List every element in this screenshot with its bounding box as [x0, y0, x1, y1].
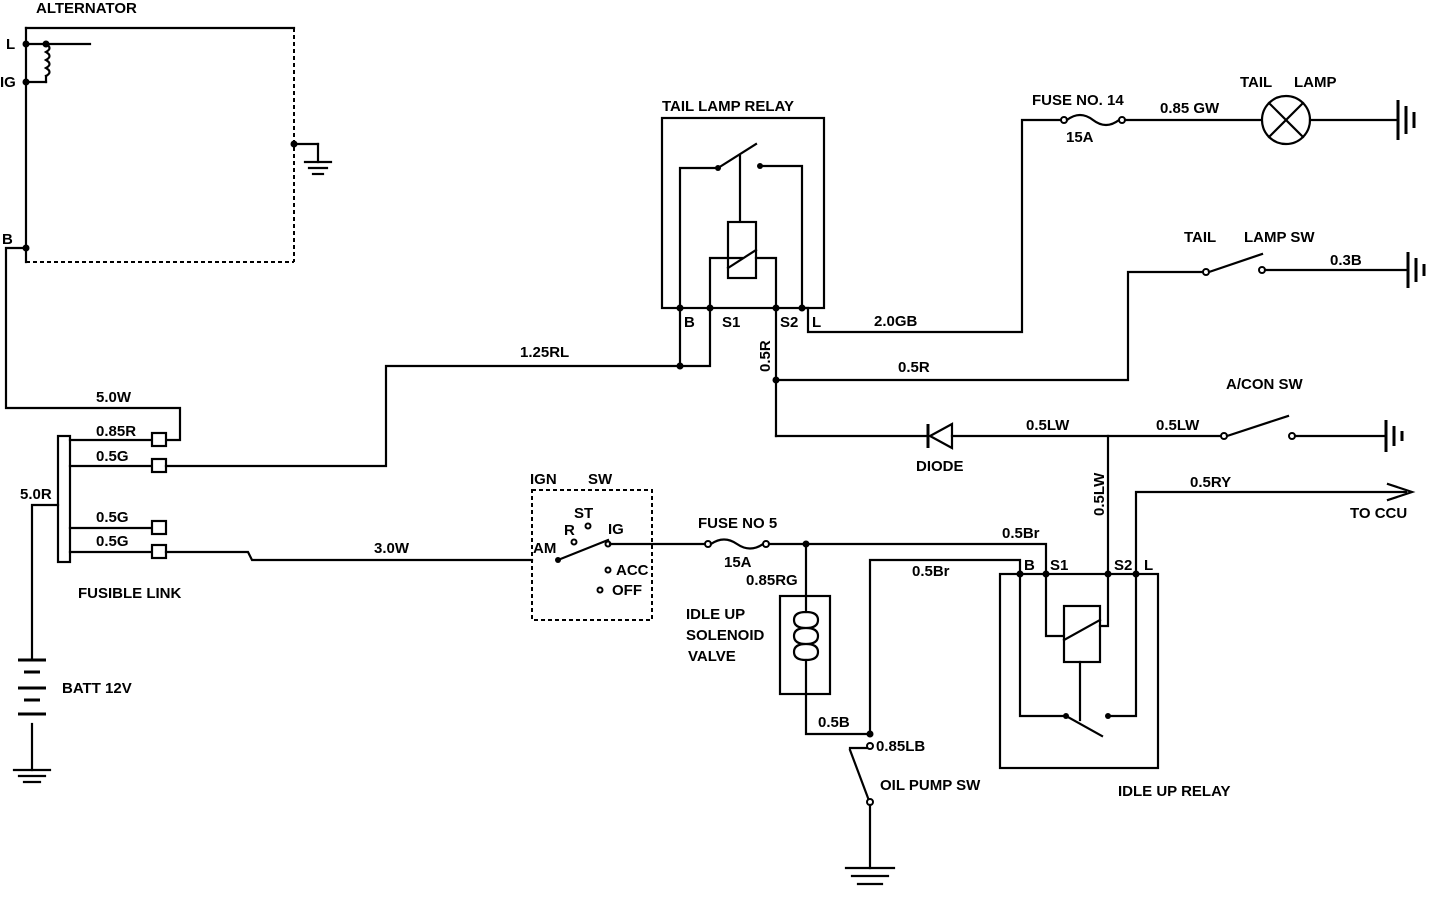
- wire-125rl: 1.25RL: [164, 306, 682, 468]
- alternator-title: ALTERNATOR: [36, 0, 137, 17]
- battery-title: BATT 12V: [62, 680, 132, 697]
- wire-to-ccu: 0.5RY TO CCU: [1134, 474, 1416, 576]
- ign-pos-acc: ACC: [616, 562, 649, 579]
- oil-pump-sw-title: OIL PUMP SW: [880, 777, 981, 794]
- wire-label-05lw-v: 0.5LW: [1091, 472, 1108, 516]
- wire-label-05br-2: 0.5Br: [912, 563, 950, 580]
- tail-lamp-switch: TAIL LAMP SW 0.3B: [774, 229, 1426, 382]
- solenoid-line3: VALVE: [688, 648, 736, 665]
- idle-relay-terminal-s2: S2: [1114, 557, 1132, 574]
- wire-30w: 3.0W: [164, 540, 534, 562]
- tail-relay-terminal-l: L: [812, 314, 821, 331]
- idle-up-relay: B S1 S2 L IDLE UP RELAY: [998, 557, 1231, 800]
- fuse14-rating: 15A: [1066, 129, 1094, 146]
- tail-lamp: TAIL LAMP: [1240, 74, 1416, 146]
- wire-label-05ry: 0.5RY: [1190, 474, 1231, 491]
- diode: DIODE: [774, 422, 964, 475]
- alternator-terminal-l: L: [6, 36, 15, 53]
- wire-label-05g-3: 0.5G: [96, 533, 129, 550]
- wire-label-20gb: 2.0GB: [874, 313, 918, 330]
- alternator: ALTERNATOR L IG B: [0, 0, 333, 264]
- battery: BATT 12V: [12, 503, 132, 784]
- idle-relay-terminal-s1: S1: [1050, 557, 1068, 574]
- wire-label-05lw-2: 0.5LW: [1156, 417, 1200, 434]
- ign-sw-word1: IGN: [530, 471, 557, 488]
- oil-pump-switch: 0.5Br 0.85LB OIL PUMP SW: [844, 558, 1022, 886]
- acon-switch: A/CON SW 0.5LW 0.5LW: [950, 376, 1404, 452]
- ign-sw-word2: SW: [588, 471, 613, 488]
- tail-lamp-word1: TAIL: [1240, 74, 1272, 91]
- ign-pos-off: OFF: [612, 582, 642, 599]
- wire-label-05br-1: 0.5Br: [1002, 525, 1040, 542]
- to-ccu-label: TO CCU: [1350, 505, 1407, 522]
- alternator-terminal-ig: IG: [0, 74, 16, 91]
- wire-label-085rg: 0.85RG: [746, 572, 798, 589]
- alternator-terminal-b: B: [2, 231, 13, 248]
- ign-pos-st: ST: [574, 505, 593, 522]
- wire-05r: 0.5R 0.5R: [757, 306, 930, 438]
- wire-label-085gw: 0.85 GW: [1160, 100, 1220, 117]
- tail-lamp-sw-word2: LAMP SW: [1244, 229, 1315, 246]
- idle-up-solenoid-valve: 0.85RG IDLE UP SOLENOID VALVE 0.5B: [686, 542, 872, 736]
- wire-label-125rl: 1.25RL: [520, 344, 569, 361]
- ign-pos-ig: IG: [608, 521, 624, 538]
- idle-relay-terminal-l: L: [1144, 557, 1153, 574]
- wire-label-05g-2: 0.5G: [96, 509, 129, 526]
- wire-label-05g-1: 0.5G: [96, 448, 129, 465]
- wire-label-50w: 5.0W: [96, 389, 132, 406]
- tail-lamp-relay: TAIL LAMP RELAY B S1 S2 L: [660, 98, 826, 370]
- fusible-link-title: FUSIBLE LINK: [78, 585, 181, 602]
- diode-label: DIODE: [916, 458, 964, 475]
- wire-label-50r: 5.0R: [20, 486, 52, 503]
- tail-lamp-relay-title: TAIL LAMP RELAY: [662, 98, 794, 115]
- wire-label-05r-v: 0.5R: [757, 340, 774, 372]
- wire-label-085r: 0.85R: [96, 423, 136, 440]
- wire-20gb: 2.0GB: [800, 118, 1064, 334]
- idle-up-relay-title: IDLE UP RELAY: [1118, 783, 1231, 800]
- solenoid-line2: SOLENOID: [686, 627, 765, 644]
- wire-label-05b: 0.5B: [818, 714, 850, 731]
- fuse-14: FUSE NO. 14 15A 0.85 GW: [1032, 92, 1264, 146]
- fusible-link: 0.85R 0.5G 0.5G 0.5G 5.0R FUSIBLE LINK: [20, 423, 181, 602]
- idle-relay-terminal-b: B: [1024, 557, 1035, 574]
- fuse5-title: FUSE NO 5: [698, 515, 777, 532]
- ign-pos-am: AM: [533, 540, 556, 557]
- fuse-5: FUSE NO 5 15A 0.5Br: [698, 515, 1048, 576]
- acon-sw-title: A/CON SW: [1226, 376, 1304, 393]
- ignition-switch: IGN SW AM R ST IG ACC OFF: [530, 471, 708, 621]
- wire-label-03b: 0.3B: [1330, 252, 1362, 269]
- wire-05lw-vertical: 0.5LW: [1091, 434, 1110, 576]
- solenoid-line1: IDLE UP: [686, 606, 745, 623]
- ign-pos-r: R: [564, 522, 575, 539]
- wire-label-30w: 3.0W: [374, 540, 410, 557]
- wire-label-085lb: 0.85LB: [876, 738, 925, 755]
- tail-lamp-word2: LAMP: [1294, 74, 1337, 91]
- wire-label-05r-h: 0.5R: [898, 359, 930, 376]
- tail-lamp-sw-word1: TAIL: [1184, 229, 1216, 246]
- tail-relay-terminal-b: B: [684, 314, 695, 331]
- tail-relay-terminal-s1: S1: [722, 314, 740, 331]
- alternator-b-wire: 5.0W: [4, 246, 182, 442]
- fuse5-rating: 15A: [724, 554, 752, 571]
- wire-label-05lw-1: 0.5LW: [1026, 417, 1070, 434]
- fuse14-title: FUSE NO. 14: [1032, 92, 1124, 109]
- tail-relay-terminal-s2: S2: [780, 314, 798, 331]
